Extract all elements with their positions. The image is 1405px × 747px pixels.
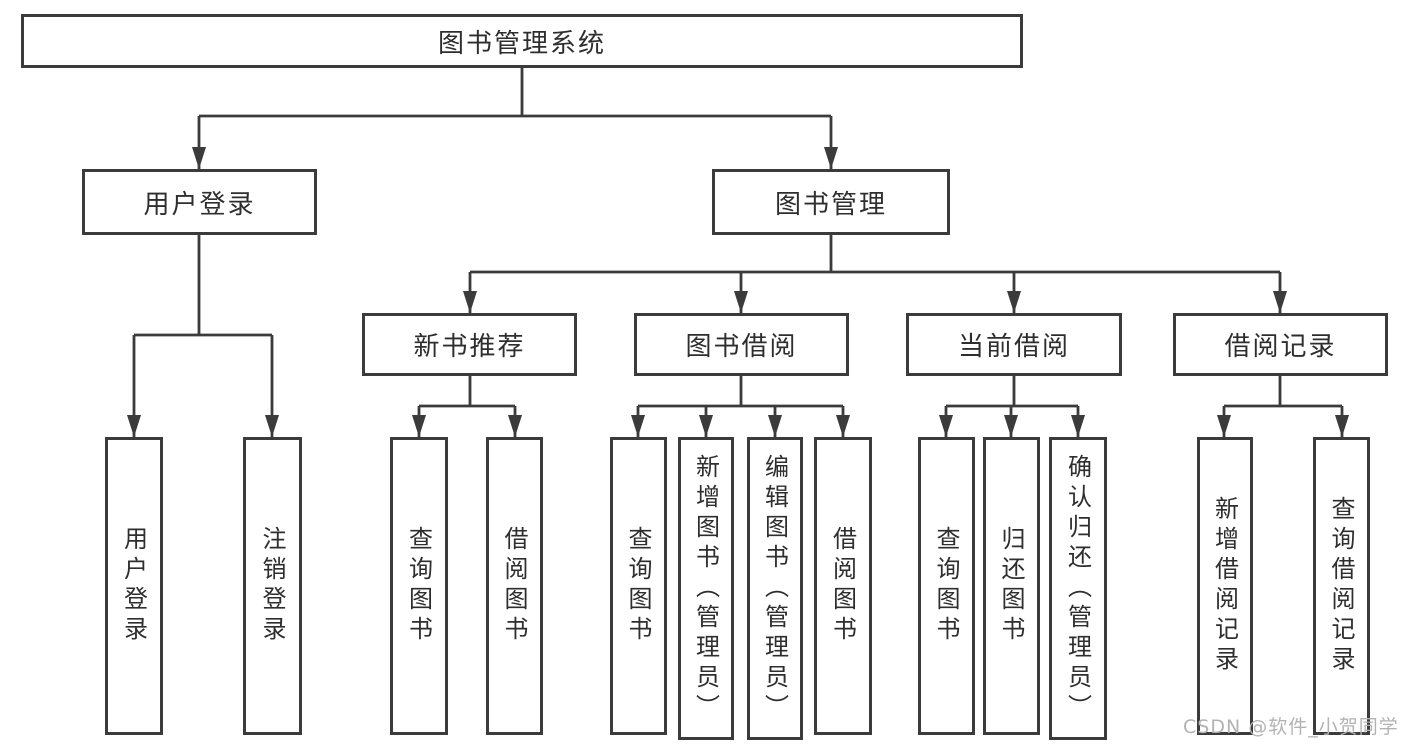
leaf-user-login-label: 用户登录: [119, 526, 148, 646]
connector-new-book-recommend-to-leaves: [412, 376, 522, 437]
node-new-book-recommend-label: 新书推荐: [413, 332, 526, 362]
leaf-user-login: 用户登录: [105, 437, 163, 735]
watermark: CSDN @软件_小贺同学: [1183, 716, 1399, 738]
node-user-login: 用户登录: [82, 169, 317, 235]
node-book-borrowing-label: 图书借阅: [685, 332, 798, 362]
leaf-cb-query-books-label: 查询图书: [932, 526, 960, 646]
leaf-cb-return-books: 归还图书: [983, 437, 1040, 735]
node-root: 图书管理系统: [21, 14, 1023, 68]
leaf-logout: 注销登录: [243, 437, 302, 735]
leaf-nbr-query-books-label: 查询图书: [404, 526, 433, 646]
leaf-cb-confirm-return-admin: 确认归还（管理员）: [1049, 437, 1107, 740]
connector-book-management-to-level3: [463, 235, 1287, 313]
leaf-nbr-borrow-books-label: 借阅图书: [500, 526, 528, 646]
leaf-bb-edit-books-admin: 编辑图书（管理员）: [747, 437, 803, 740]
node-book-management-label: 图书管理: [774, 189, 887, 220]
node-book-management: 图书管理: [712, 169, 950, 235]
leaf-bb-borrow-books-label: 借阅图书: [828, 526, 857, 646]
leaf-br-add-record: 新增借阅记录: [1197, 437, 1253, 735]
node-borrowing-records-label: 借阅记录: [1224, 332, 1337, 362]
leaf-cb-query-books: 查询图书: [918, 437, 975, 735]
leaf-br-query-record-label: 查询借阅记录: [1327, 496, 1355, 676]
leaf-bb-edit-books-admin-label: 编辑图书（管理员）: [760, 453, 789, 724]
leaf-bb-add-books-admin-label: 新增图书（管理员）: [691, 453, 720, 724]
leaf-br-query-record: 查询借阅记录: [1313, 437, 1370, 735]
leaf-br-add-record-label: 新增借阅记录: [1210, 496, 1239, 676]
leaf-cb-return-books-label: 归还图书: [997, 526, 1025, 646]
leaf-nbr-query-books: 查询图书: [390, 437, 448, 735]
connector-root-to-level2: [192, 68, 838, 169]
node-current-borrowing: 当前借阅: [906, 313, 1122, 376]
connector-book-borrowing-to-leaves: [631, 376, 850, 437]
leaf-cb-confirm-return-admin-label: 确认归还（管理员）: [1063, 453, 1092, 724]
node-borrowing-records: 借阅记录: [1173, 313, 1388, 376]
leaf-bb-add-books-admin: 新增图书（管理员）: [678, 437, 734, 740]
node-current-borrowing-label: 当前借阅: [957, 332, 1070, 362]
node-root-label: 图书管理系统: [437, 28, 606, 59]
leaf-bb-borrow-books: 借阅图书: [814, 437, 872, 735]
node-user-login-label: 用户登录: [143, 189, 256, 220]
leaf-bb-query-books-label: 查询图书: [624, 526, 652, 646]
leaf-bb-query-books: 查询图书: [610, 437, 667, 735]
node-book-borrowing: 图书借阅: [634, 313, 849, 376]
connector-current-borrowing-to-leaves: [939, 376, 1085, 437]
leaf-nbr-borrow-books: 借阅图书: [486, 437, 543, 735]
node-new-book-recommend: 新书推荐: [362, 313, 577, 376]
connector-user-login-to-leaves: [127, 235, 279, 437]
connector-borrowing-records-to-leaves: [1217, 376, 1349, 437]
leaf-logout-label: 注销登录: [258, 526, 286, 646]
